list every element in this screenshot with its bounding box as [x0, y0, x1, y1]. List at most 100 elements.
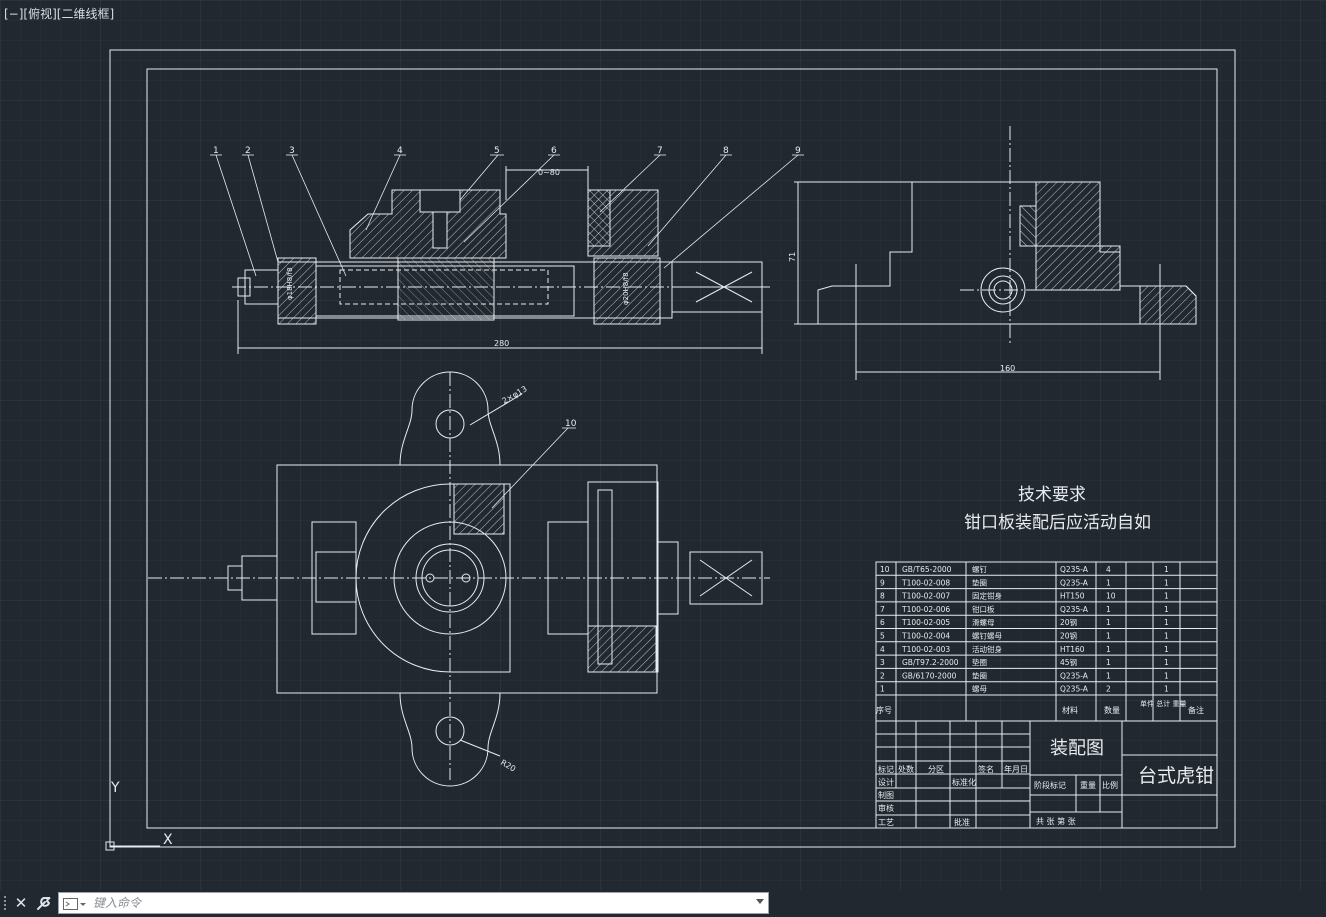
bom-cell-no: 6: [880, 618, 885, 627]
drawing-canvas[interactable]: Y X 0~80 280 φ: [0, 0, 1326, 890]
bom-cell-weight: 1: [1164, 658, 1169, 667]
title-block: 标记 处数 分区 签名 年月日 设计 标准化 制图 审核 工艺 批准 阶段标记 …: [875, 720, 1218, 829]
command-prompt-icon[interactable]: [63, 897, 87, 911]
bom-cell-code: GB/T65-2000: [902, 565, 952, 574]
bom-cell-material: Q235-A: [1060, 565, 1089, 574]
grip-handle[interactable]: [4, 896, 9, 910]
tb-process: 工艺: [878, 818, 894, 827]
tech-req-text: 钳口板装配后应活动自如: [964, 513, 1151, 533]
tb-date: 年月日: [1004, 764, 1028, 774]
tb-weight: 重量: [1080, 780, 1096, 790]
dim-height-side: 71: [788, 252, 797, 262]
bom-header-material: 材料: [1062, 705, 1078, 715]
bom-cell-name: 垫圈: [972, 577, 987, 587]
bom-cell-no: 3: [880, 658, 885, 667]
bom-cell-material: Q235-A: [1060, 685, 1089, 694]
top-view[interactable]: 2×φ13 R20: [148, 371, 770, 787]
bom-cell-no: 8: [880, 592, 885, 601]
bom-header-qty: 数量: [1104, 705, 1120, 715]
tb-approve: 批准: [954, 817, 970, 827]
bom-header-no: 序号: [876, 705, 892, 715]
bom-cell-material: Q235-A: [1060, 578, 1089, 587]
bom-cell-weight: 1: [1164, 592, 1169, 601]
visual-style-control[interactable]: [二维线框]: [56, 7, 115, 21]
ucs-icon: Y X: [105, 780, 173, 851]
tb-drafting: 制图: [878, 790, 894, 800]
bom-cell-name: 垫圈: [972, 670, 987, 680]
bom-cell-name: 垫圈: [972, 657, 987, 667]
svg-text:φ18H8/f8: φ18H8/f8: [286, 267, 294, 300]
bom-cell-material: 45钢: [1060, 657, 1077, 667]
bom-cell-qty: 1: [1106, 605, 1111, 614]
tb-sign: 签名: [978, 764, 994, 774]
balloon-9: 9: [795, 146, 801, 156]
bom-cell-code: T100-02-006: [901, 605, 950, 614]
front-view[interactable]: 0~80 280 φ18H8/f8 φ20H8/f8: [232, 166, 770, 354]
viewport-controls: [−][俯视][二维线框]: [4, 5, 114, 22]
bom-cell-no: 5: [880, 632, 885, 641]
bom-cell-weight: 1: [1164, 578, 1169, 587]
tb-standardize: 标准化: [952, 777, 976, 787]
svg-text:φ20H8/f8: φ20H8/f8: [622, 272, 630, 305]
bom-cell-qty: 4: [1106, 565, 1111, 574]
ucs-y-label: Y: [110, 780, 120, 796]
balloon-3: 3: [289, 146, 295, 156]
ucs-x-label: X: [163, 832, 173, 848]
dim-length-front: 280: [494, 339, 509, 348]
command-bar: ✕: [0, 890, 1326, 916]
bom-cell-code: T100-02-005: [901, 618, 950, 627]
part-balloons: 1 2 3 4 5 6 7 8 9 10: [210, 146, 804, 509]
tb-review: 审核: [878, 803, 894, 813]
bom-cell-material: Q235-A: [1060, 605, 1089, 614]
bom-table: 10 GB/T65-2000 螺钉 Q235-A 4 1 9 T100-02-008 垫圈 Q23…: [875, 561, 1218, 722]
bom-cell-no: 4: [880, 645, 885, 654]
bom-cell-qty: 10: [1106, 592, 1116, 601]
bom-cell-code: T100-02-008: [901, 578, 950, 587]
drawing-frame: [109, 49, 1236, 848]
command-input[interactable]: [93, 894, 753, 912]
balloon-7: 7: [657, 146, 663, 156]
balloon-4: 4: [397, 146, 403, 156]
bom-cell-name: 螺钉: [972, 564, 987, 574]
bom-cell-qty: 1: [1106, 618, 1111, 627]
command-input-box[interactable]: [58, 892, 769, 914]
bom-cell-weight: 1: [1164, 645, 1169, 654]
bom-cell-name: 固定钳身: [972, 591, 1002, 601]
tb-part-name: 台式虎钳: [1138, 765, 1214, 787]
balloon-2: 2: [245, 146, 251, 156]
balloon-10: 10: [565, 419, 577, 429]
bom-cell-name: 活动钳身: [972, 644, 1002, 654]
bom-cell-code: GB/6170-2000: [902, 671, 957, 680]
balloon-1: 1: [213, 146, 219, 156]
command-history-arrow-icon[interactable]: [756, 899, 764, 904]
tb-design: 设计: [878, 777, 894, 787]
bom-cell-weight: 1: [1164, 565, 1169, 574]
bom-cell-name: 滑螺母: [972, 617, 995, 627]
tb-drawing-name: 装配图: [1050, 738, 1104, 759]
view-control[interactable]: [俯视]: [23, 7, 57, 21]
tb-zone: 分区: [928, 765, 944, 774]
bom-cell-code: GB/T97.2-2000: [902, 658, 959, 667]
bom-cell-material: 20钢: [1060, 617, 1077, 627]
bom-header-weight: 单件 总计 重量: [1140, 699, 1186, 708]
wrench-icon[interactable]: [34, 893, 54, 913]
bom-cell-no: 7: [880, 605, 885, 614]
bom-cell-material: 20钢: [1060, 631, 1077, 641]
tb-scale: 比例: [1102, 780, 1118, 790]
bom-cell-material: HT150: [1060, 592, 1085, 601]
tb-stage-mark: 阶段标记: [1034, 780, 1066, 790]
bom-cell-qty: 1: [1106, 658, 1111, 667]
bom-cell-name: 螺钉螺母: [972, 631, 1002, 641]
bom-cell-no: 9: [880, 578, 885, 587]
viewport-menu[interactable]: [−]: [4, 7, 24, 21]
bom-header-remark: 备注: [1188, 705, 1204, 715]
bom-cell-weight: 1: [1164, 605, 1169, 614]
side-view[interactable]: 160 71: [788, 126, 1197, 380]
bom-cell-weight: 1: [1164, 685, 1169, 694]
bom-cell-material: HT160: [1060, 645, 1085, 654]
technical-requirements: 技术要求 钳口板装配后应活动自如: [964, 485, 1151, 533]
bom-cell-weight: 1: [1164, 618, 1169, 627]
bom-cell-qty: 1: [1106, 578, 1111, 587]
tb-mark: 标记: [878, 764, 894, 774]
close-icon[interactable]: ✕: [14, 894, 28, 912]
